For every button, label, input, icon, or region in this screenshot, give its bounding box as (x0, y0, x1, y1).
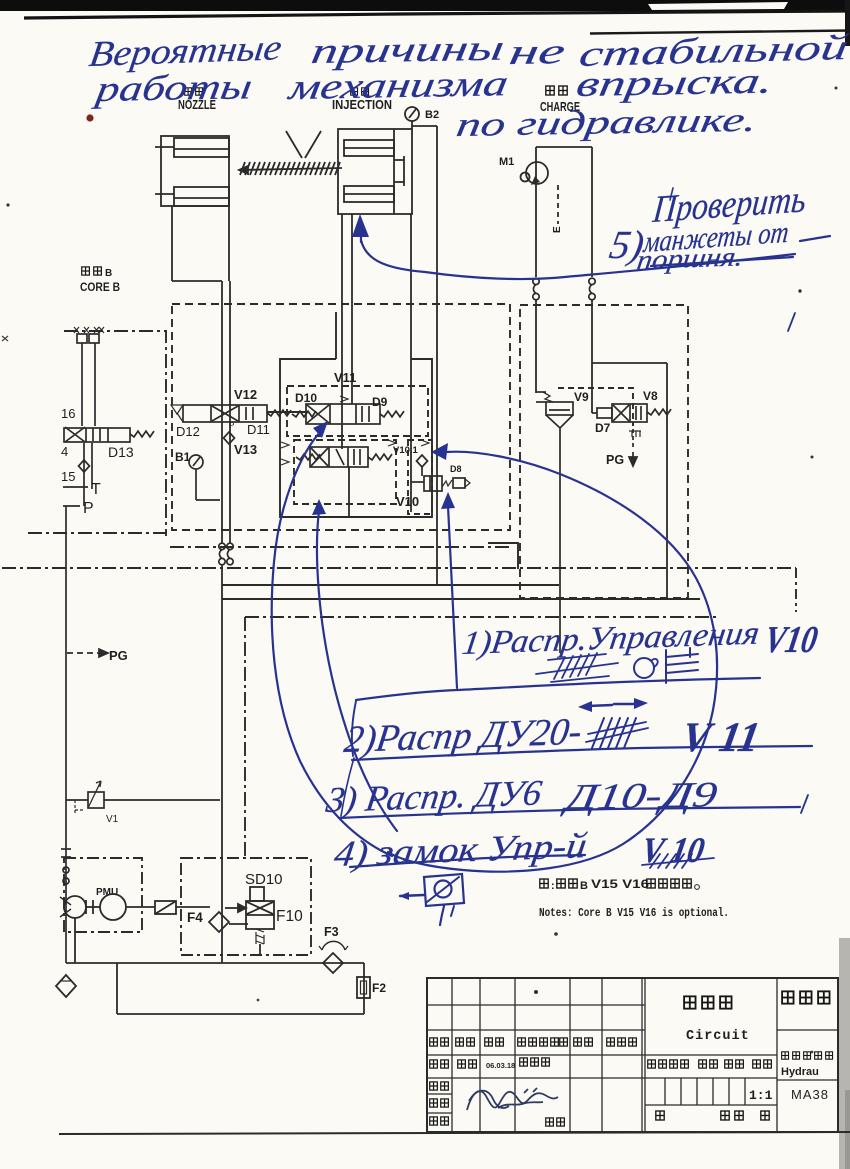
svg-text:V8: V8 (643, 389, 658, 403)
svg-text:стабильной: стабильной (577, 27, 850, 74)
svg-text:E: E (552, 226, 563, 233)
svg-text:B1: B1 (175, 450, 191, 464)
svg-text:не: не (507, 31, 568, 72)
svg-text:D8: D8 (450, 464, 462, 474)
svg-text:T: T (91, 481, 101, 498)
svg-text:Hydrau: Hydrau (781, 1066, 819, 1078)
svg-text::: : (551, 880, 555, 892)
svg-text:F3: F3 (324, 925, 339, 939)
svg-text:V 10: V 10 (639, 830, 708, 870)
svg-text:D11: D11 (247, 422, 270, 437)
svg-text:CORE B: CORE B (80, 280, 120, 294)
svg-text:B: B (580, 880, 588, 892)
svg-text:D12: D12 (176, 424, 200, 439)
svg-text:06.03.18: 06.03.18 (486, 1061, 515, 1070)
svg-text:INJECTION: INJECTION (332, 98, 392, 112)
svg-text:V1: V1 (106, 814, 119, 825)
svg-text:V13: V13 (234, 442, 257, 457)
svg-text:16: 16 (61, 406, 75, 421)
svg-text:Circuit: Circuit (686, 1029, 750, 1044)
svg-text:2)Распр ДУ20-: 2)Распр ДУ20- (342, 711, 585, 761)
svg-text:D13: D13 (108, 444, 134, 460)
svg-text:поршня.: поршня. (635, 241, 745, 275)
svg-text:MA38: MA38 (791, 1087, 829, 1102)
svg-text:V10.1: V10.1 (393, 445, 419, 456)
svg-text:P: P (229, 421, 234, 430)
svg-text:V10: V10 (396, 494, 419, 509)
svg-text:V11: V11 (334, 370, 356, 385)
svg-text:CHARGE: CHARGE (540, 100, 580, 114)
svg-text:PG: PG (109, 648, 128, 663)
svg-text:B: B (105, 268, 112, 279)
svg-text:Д10-Д9: Д10-Д9 (560, 775, 720, 817)
svg-text:F4: F4 (187, 910, 203, 925)
svg-text:D9: D9 (372, 395, 388, 409)
svg-text:4: 4 (61, 444, 68, 459)
svg-text:3) Распр. ДУ6: 3) Распр. ДУ6 (323, 773, 544, 820)
svg-text:Notes: Core B V15 V16 is optio: Notes: Core B V15 V16 is optional. (539, 906, 729, 920)
svg-text:F2: F2 (372, 981, 386, 995)
svg-text:V10: V10 (761, 619, 820, 661)
svg-text:V12: V12 (234, 387, 257, 402)
svg-text:Вероятные: Вероятные (87, 27, 284, 74)
svg-text:15: 15 (61, 469, 75, 484)
svg-text:работы: работы (90, 66, 255, 109)
svg-text:NOZZLE: NOZZLE (178, 98, 216, 112)
svg-text:причины: причины (309, 28, 507, 71)
svg-text:F10: F10 (276, 908, 303, 925)
svg-text:впрыска.: впрыска. (574, 61, 776, 104)
svg-text:механизма: механизма (284, 63, 511, 107)
svg-text:D10: D10 (295, 391, 317, 405)
svg-text:PMU: PMU (96, 887, 118, 898)
svg-text:1:1: 1:1 (749, 1088, 773, 1103)
svg-text:V9: V9 (574, 390, 589, 404)
svg-text:PG: PG (606, 453, 624, 467)
svg-text:по гидравлике.: по гидравлике. (454, 101, 760, 144)
svg-text:M1: M1 (499, 156, 514, 168)
svg-text:P: P (83, 500, 94, 517)
svg-text:B2: B2 (425, 109, 439, 121)
svg-text:SD10: SD10 (245, 871, 283, 888)
svg-text:V15 V16: V15 V16 (591, 879, 649, 891)
svg-text:V 11: V 11 (678, 714, 763, 761)
svg-text:D7: D7 (595, 421, 611, 435)
svg-text:4) замок Упр-й: 4) замок Упр-й (332, 825, 589, 874)
svg-text:5): 5) (606, 222, 647, 267)
